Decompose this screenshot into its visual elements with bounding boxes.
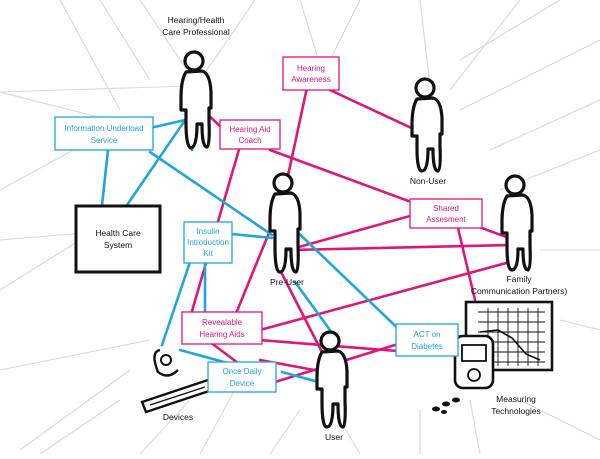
hearing-professional-label-line-2: Care Professional: [162, 27, 230, 37]
insulin-introduction-kit-box: Insulin Introduction Kit: [183, 221, 233, 264]
family-label-line-2: Communication Partners): [471, 286, 568, 296]
hearing-aid-coach-box: Hearing Aid Coach: [219, 119, 281, 150]
pre-user-label: Pre-User: [270, 277, 304, 287]
svg-text:Once Daily: Once Daily: [222, 367, 261, 376]
svg-text:Hearing: Hearing: [297, 64, 325, 73]
family-figure: [500, 174, 534, 272]
svg-text:Awareness: Awareness: [291, 75, 330, 84]
svg-text:Revealable: Revealable: [202, 318, 243, 327]
hearing-professional-label-line-1: Hearing/Health: [168, 15, 225, 25]
svg-text:Diabetes: Diabetes: [411, 342, 443, 351]
svg-text:Insulin: Insulin: [196, 227, 219, 236]
devices-label: Devices: [163, 412, 193, 422]
measuring-technologies-illustration: [432, 300, 554, 414]
svg-text:ACT on: ACT on: [414, 330, 441, 339]
hearing-professional-figure: [179, 50, 213, 150]
svg-text:Coach: Coach: [238, 136, 261, 145]
svg-text:Device: Device: [230, 379, 255, 388]
svg-text:Hearing Aid: Hearing Aid: [229, 125, 270, 134]
pre-user-figure: [268, 172, 302, 274]
svg-text:Information Underload: Information Underload: [64, 124, 143, 133]
devices-illustration: [140, 348, 214, 414]
svg-text:Assesment: Assesment: [426, 215, 466, 224]
hearing-awareness-box: Hearing Awareness: [282, 56, 340, 91]
svg-text:Shared: Shared: [433, 204, 459, 213]
user-figure: [315, 330, 349, 429]
health-care-system-box: [74, 204, 162, 274]
svg-text:Service: Service: [91, 136, 118, 145]
family-label-line-1: Family: [506, 274, 532, 284]
svg-text:Hearing Aids: Hearing Aids: [199, 330, 244, 339]
once-daily-device-box: Once Daily Device: [207, 361, 277, 393]
measuring-technologies-label-line-2: Technologies: [491, 406, 541, 416]
information-underload-service-box: Information Underload Service: [54, 116, 154, 151]
health-care-system-line-2: System: [104, 240, 132, 250]
health-care-system-line-1: Health Care: [95, 228, 141, 238]
svg-text:Kit: Kit: [203, 249, 213, 258]
svg-text:Introduction: Introduction: [187, 238, 229, 247]
act-on-diabetes-box: ACT on Diabetes: [395, 323, 459, 357]
non-user-label: Non-User: [410, 176, 447, 186]
user-label: User: [325, 432, 343, 442]
revealable-hearing-aids-box: Revealable Hearing Aids: [181, 311, 263, 345]
non-user-figure: [410, 77, 444, 173]
shared-assesment-box: Shared Assesment: [409, 198, 483, 229]
measuring-technologies-label-line-1: Measuring: [496, 394, 536, 404]
